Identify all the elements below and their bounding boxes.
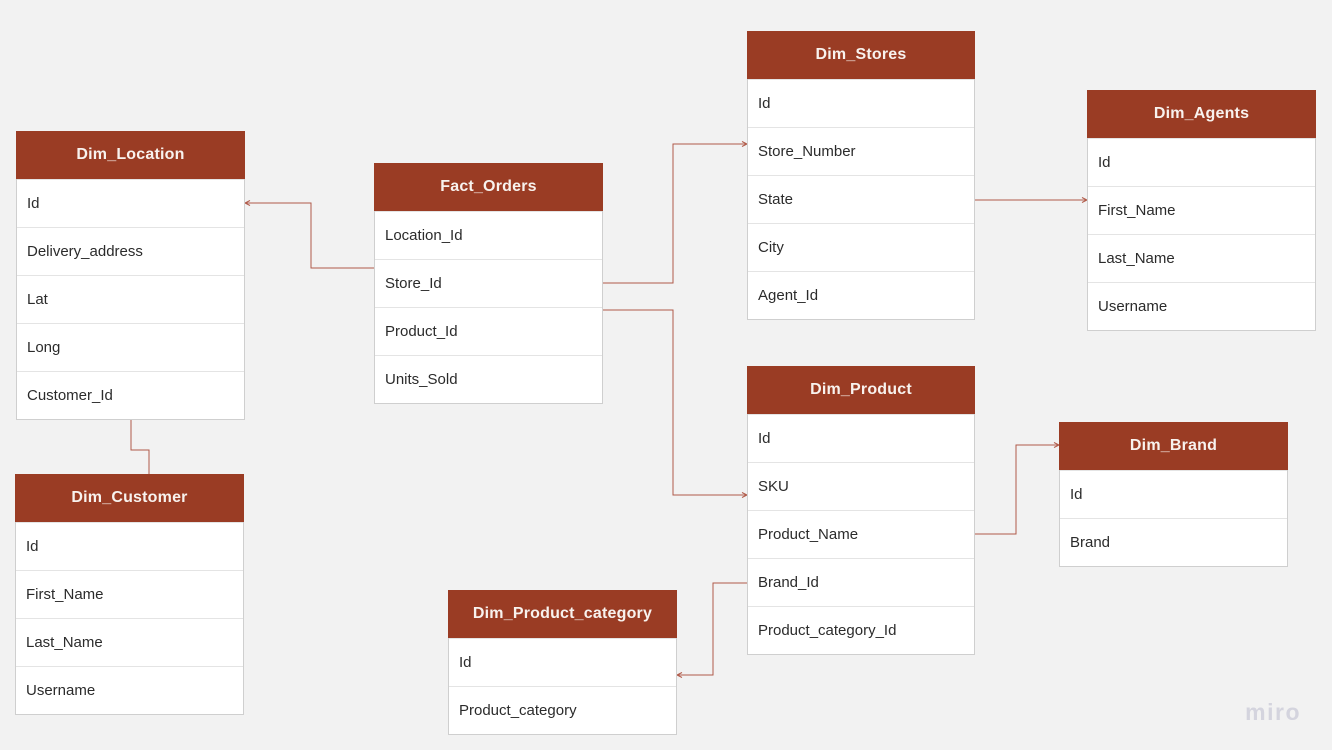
table-row: First_Name (1088, 186, 1315, 234)
table-row: Product_category_Id (748, 606, 974, 654)
table-dim-product[interactable]: Dim_Product Id SKU Product_Name Brand_Id… (747, 366, 975, 655)
connector-line[interactable] (243, 200, 374, 269)
table-row: Id (748, 414, 974, 462)
table-row: Last_Name (16, 618, 243, 666)
table-title: Fact_Orders (374, 163, 603, 211)
table-row: Customer_Id (17, 371, 244, 419)
table-row: Product_Id (375, 307, 602, 355)
table-row: Delivery_address (17, 227, 244, 275)
table-row: Product_Name (748, 510, 974, 558)
table-row: Brand (1060, 518, 1287, 566)
table-row: Long (17, 323, 244, 371)
connector-line[interactable] (675, 582, 747, 678)
table-title: Dim_Location (16, 131, 245, 179)
table-row: Id (1088, 138, 1315, 186)
table-row: Last_Name (1088, 234, 1315, 282)
table-title: Dim_Customer (15, 474, 244, 522)
table-row: City (748, 223, 974, 271)
table-row: Id (449, 638, 676, 686)
table-row: Username (1088, 282, 1315, 330)
table-row: Brand_Id (748, 558, 974, 606)
table-dim-stores[interactable]: Dim_Stores Id Store_Number State City Ag… (747, 31, 975, 320)
table-dim-customer[interactable]: Dim_Customer Id First_Name Last_Name Use… (15, 474, 244, 715)
table-title: Dim_Product_category (448, 590, 677, 638)
table-title: Dim_Product (747, 366, 975, 414)
table-title: Dim_Agents (1087, 90, 1316, 138)
table-row: SKU (748, 462, 974, 510)
table-row: Location_Id (375, 211, 602, 259)
table-row: Units_Sold (375, 355, 602, 403)
table-dim-location[interactable]: Dim_Location Id Delivery_address Lat Lon… (16, 131, 245, 420)
connector-line[interactable] (603, 309, 749, 498)
table-title: Dim_Stores (747, 31, 975, 79)
connector-line[interactable] (603, 141, 749, 284)
table-title: Dim_Brand (1059, 422, 1288, 470)
table-row: Store_Id (375, 259, 602, 307)
table-dim-agents[interactable]: Dim_Agents Id First_Name Last_Name Usern… (1087, 90, 1316, 331)
table-row: Lat (17, 275, 244, 323)
table-row: Username (16, 666, 243, 714)
table-row: Store_Number (748, 127, 974, 175)
table-row: First_Name (16, 570, 243, 618)
table-row: Agent_Id (748, 271, 974, 319)
table-row: Id (16, 522, 243, 570)
table-row: Id (1060, 470, 1287, 518)
table-row: Product_category (449, 686, 676, 734)
table-dim-brand[interactable]: Dim_Brand Id Brand (1059, 422, 1288, 567)
table-fact-orders[interactable]: Fact_Orders Location_Id Store_Id Product… (374, 163, 603, 404)
table-row: Id (17, 179, 244, 227)
miro-watermark[interactable]: miro (1245, 699, 1301, 725)
table-dim-product-category[interactable]: Dim_Product_category Id Product_category (448, 590, 677, 735)
table-row: State (748, 175, 974, 223)
table-row: Id (748, 79, 974, 127)
connector-line[interactable] (130, 419, 150, 474)
connector-line[interactable] (975, 442, 1061, 535)
